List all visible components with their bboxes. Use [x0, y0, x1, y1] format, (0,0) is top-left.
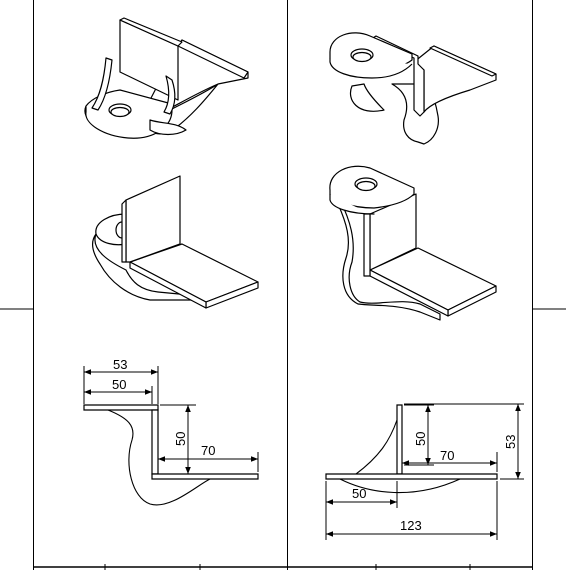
dim-right-50-vert: 50 — [413, 432, 428, 446]
dim-right-53: 53 — [503, 435, 518, 449]
dim-right-123: 123 — [400, 518, 422, 533]
dim-left-53: 53 — [113, 357, 127, 372]
dim-right-50-bottom: 50 — [352, 486, 366, 501]
ortho-view-right — [325, 403, 524, 540]
dim-right-70: 70 — [440, 448, 454, 463]
iso-view-2 — [329, 32, 497, 145]
dim-left-50-vert: 50 — [173, 432, 188, 446]
ortho-view-left — [83, 366, 259, 506]
dim-left-50-top: 50 — [112, 377, 126, 392]
iso-view-1 — [84, 17, 249, 139]
iso-view-3 — [91, 175, 259, 309]
dim-left-70: 70 — [201, 443, 215, 458]
iso-view-4 — [329, 165, 497, 321]
